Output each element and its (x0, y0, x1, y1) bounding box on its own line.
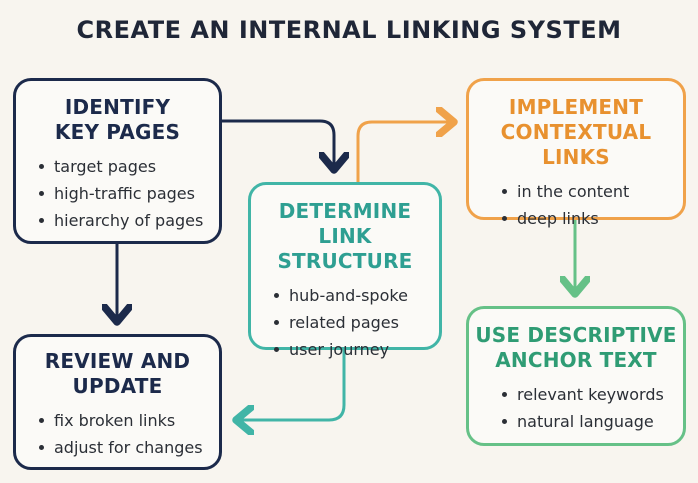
list-item: relevant keywords (499, 381, 683, 408)
list-item: in the content (499, 178, 683, 205)
list-item: related pages (271, 309, 439, 336)
determine-link-structure-box: DETERMINE LINK STRUCTURE hub-and-spoke r… (248, 182, 442, 359)
identify-key-pages-list: target pages high-traffic pages hierarch… (36, 153, 219, 234)
list-item: user journey (271, 336, 439, 363)
list-item: target pages (36, 153, 219, 180)
arrow-determine-to-implement (356, 122, 454, 184)
descriptive-anchor-text-title: USE DESCRIPTIVE ANCHOR TEXT (475, 323, 677, 372)
list-item: high-traffic pages (36, 180, 219, 207)
implement-contextual-links-list: in the content deep links (499, 178, 683, 232)
review-and-update-list: fix broken links adjust for changes (36, 407, 219, 461)
descriptive-anchor-text-list: relevant keywords natural language (499, 381, 683, 435)
implement-contextual-links-box: IMPLEMENT CONTEXTUAL LINKS in the conten… (466, 78, 686, 228)
determine-link-structure-title: DETERMINE LINK STRUCTURE (277, 199, 413, 273)
list-item: deep links (499, 205, 683, 232)
determine-link-structure-list: hub-and-spoke related pages user journey (271, 282, 439, 363)
review-and-update-box: REVIEW AND UPDATE fix broken links adjus… (13, 334, 222, 470)
review-and-update-title: REVIEW AND UPDATE (44, 349, 191, 398)
list-item: fix broken links (36, 407, 219, 434)
list-item: hierarchy of pages (36, 207, 219, 234)
list-item: adjust for changes (36, 434, 219, 461)
descriptive-anchor-text-box: USE DESCRIPTIVE ANCHOR TEXT relevant key… (466, 306, 686, 446)
page-title: CREATE AN INTERNAL LINKING SYSTEM (76, 16, 622, 44)
identify-key-pages-title: IDENTIFY KEY PAGES (54, 95, 181, 144)
identify-key-pages-box: IDENTIFY KEY PAGES target pages high-tra… (13, 78, 222, 244)
list-item: natural language (499, 408, 683, 435)
arrow-identify-to-determine (220, 119, 334, 170)
implement-contextual-links-title: IMPLEMENT CONTEXTUAL LINKS (500, 95, 652, 169)
list-item: hub-and-spoke (271, 282, 439, 309)
